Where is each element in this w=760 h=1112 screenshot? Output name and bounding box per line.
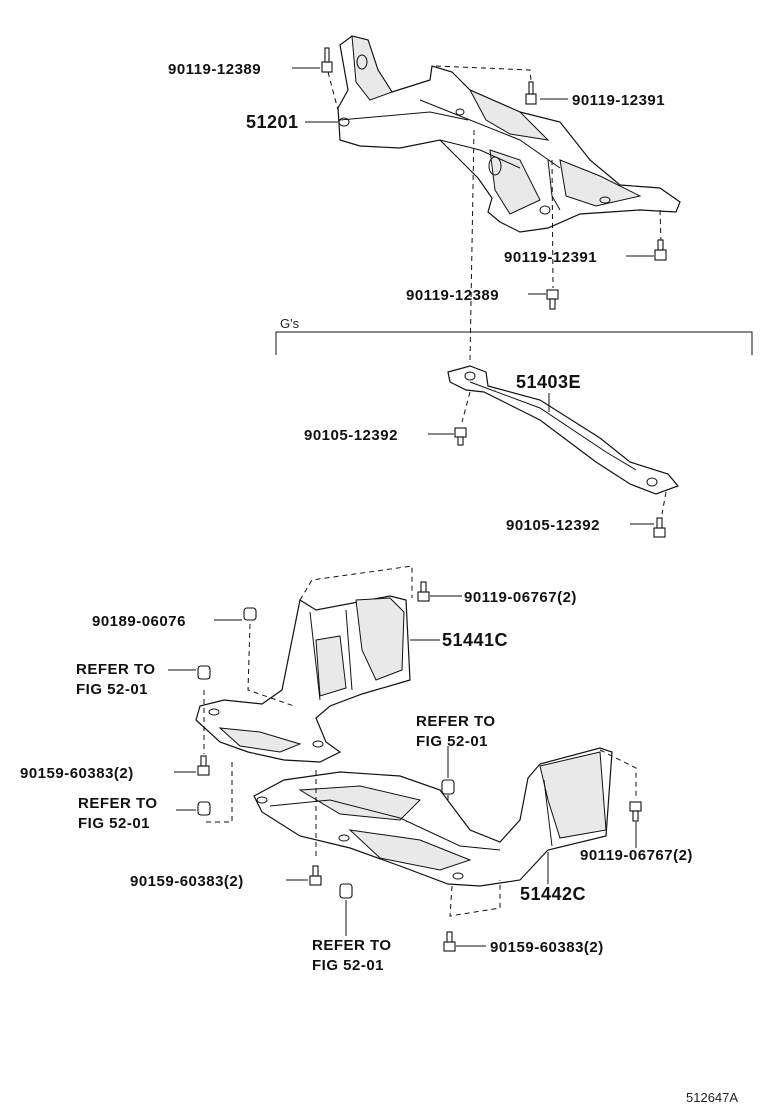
label-51442c: 51442C xyxy=(520,884,586,904)
label-90159-60383-left: 90159-60383(2) xyxy=(20,765,134,782)
refer-clip-2[interactable] xyxy=(197,801,211,816)
label-refer-4-line1: REFER TO xyxy=(312,937,392,954)
label-refer-3-line1: REFER TO xyxy=(78,795,158,812)
label-90159-60383-bottom-right: 90159-60383(2) xyxy=(490,939,604,956)
bolt-90159-60383-bottom-left[interactable] xyxy=(309,865,322,886)
bolt-90105-12392-left[interactable] xyxy=(454,427,467,446)
bolt-90119-06767-right[interactable] xyxy=(629,801,642,822)
gs-variant-bracket: G's xyxy=(275,316,753,355)
label-51201: 51201 xyxy=(246,112,299,132)
label-51403e: 51403E xyxy=(516,372,581,392)
engine-under-cover-51441c[interactable] xyxy=(195,595,411,763)
label-51441c: 51441C xyxy=(442,630,508,650)
bolt-90159-60383-bottom-right[interactable] xyxy=(443,931,456,952)
bolt-90119-12391-top[interactable] xyxy=(525,81,537,105)
label-90105-12392-left: 90105-12392 xyxy=(304,427,398,444)
bolt-90119-06767-top[interactable] xyxy=(417,581,430,602)
engine-under-cover-51442c[interactable] xyxy=(253,747,613,887)
label-90119-06767-right: 90119-06767(2) xyxy=(580,847,693,864)
refer-clip-4[interactable] xyxy=(339,883,353,899)
refer-clip-3[interactable] xyxy=(441,779,455,795)
refer-clip-1[interactable] xyxy=(197,665,211,680)
bolt-90159-60383-left[interactable] xyxy=(197,755,210,776)
figure-id: 512647A xyxy=(686,1090,738,1105)
label-refer-1-line2: FIG 52-01 xyxy=(76,681,148,698)
label-refer-1-line1: REFER TO xyxy=(76,661,156,678)
bolt-90119-12389-top[interactable] xyxy=(321,47,333,73)
label-gs: G's xyxy=(280,316,300,331)
label-90189-06076: 90189-06076 xyxy=(92,613,186,630)
label-refer-3-line2: FIG 52-01 xyxy=(78,815,150,832)
label-90119-12389-top: 90119-12389 xyxy=(168,61,261,78)
label-90119-06767-top: 90119-06767(2) xyxy=(464,589,577,606)
clip-90189-06076[interactable] xyxy=(243,607,257,621)
bolt-90105-12392-right[interactable] xyxy=(653,517,666,538)
label-refer-2-line1: REFER TO xyxy=(416,713,496,730)
label-90119-12391-top: 90119-12391 xyxy=(572,92,665,109)
label-refer-2-line2: FIG 52-01 xyxy=(416,733,488,750)
label-refer-4-line2: FIG 52-01 xyxy=(312,957,384,974)
label-90119-12389-mid: 90119-12389 xyxy=(406,287,499,304)
bolt-90119-12389-mid[interactable] xyxy=(546,289,559,310)
bolt-90119-12391-mid[interactable] xyxy=(654,239,667,261)
brace-51403e[interactable] xyxy=(447,365,680,495)
label-90119-12391-mid: 90119-12391 xyxy=(504,249,597,266)
label-90105-12392-right: 90105-12392 xyxy=(506,517,600,534)
label-90159-60383-bottom-left: 90159-60383(2) xyxy=(130,873,244,890)
crossmember-51201[interactable] xyxy=(337,35,681,233)
